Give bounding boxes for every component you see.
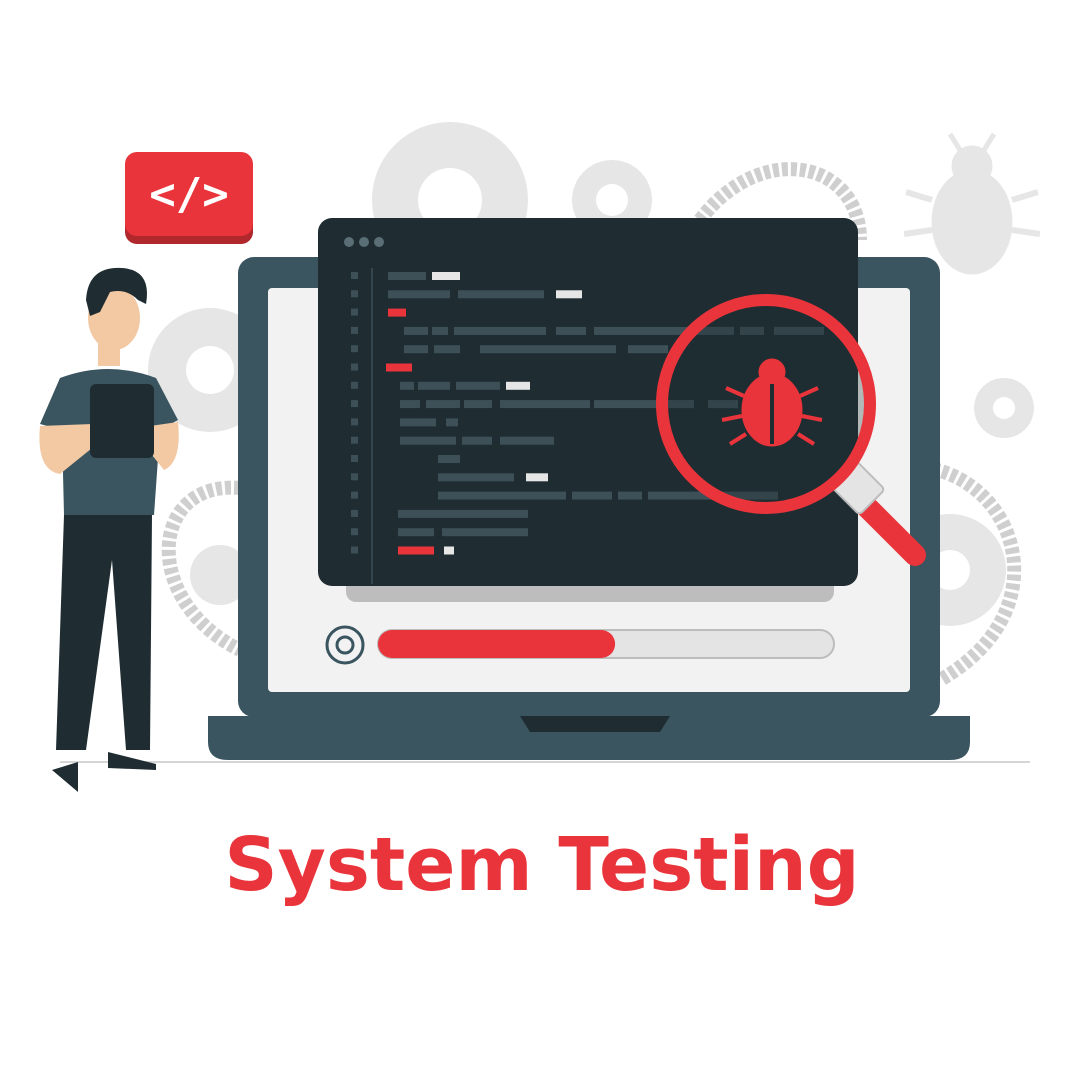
code-line-number — [351, 363, 358, 371]
code-token — [404, 326, 428, 335]
code-token — [446, 418, 458, 427]
code-token — [438, 455, 460, 463]
code-token — [458, 290, 544, 299]
code-token — [628, 345, 668, 354]
code-token — [404, 345, 428, 354]
code-token — [418, 381, 450, 390]
magnifying-glass-icon — [656, 294, 926, 566]
code-token — [454, 326, 546, 335]
code-line-number — [351, 326, 358, 334]
code-token — [388, 272, 426, 280]
code-token — [426, 400, 460, 409]
code-token — [444, 546, 454, 555]
code-token — [400, 418, 436, 427]
code-token — [526, 473, 548, 482]
code-token — [432, 272, 460, 280]
code-token — [386, 363, 412, 372]
progress-fill — [378, 630, 616, 658]
code-line-number — [351, 528, 358, 536]
code-tag-icon: </> — [149, 169, 228, 220]
code-token — [432, 326, 448, 335]
progress-area — [325, 625, 835, 665]
code-line-number — [351, 290, 358, 298]
code-line-number — [351, 345, 358, 353]
background-bug-icon — [903, 132, 1041, 275]
code-line-number — [351, 473, 358, 481]
code-line-number — [351, 455, 358, 462]
code-token — [556, 290, 582, 299]
code-token — [442, 528, 528, 537]
code-token — [400, 436, 456, 445]
code-token — [506, 381, 530, 390]
code-token — [434, 345, 460, 354]
code-token — [618, 491, 642, 500]
code-line-number — [351, 400, 358, 408]
code-line-number — [351, 546, 358, 554]
code-token — [708, 400, 738, 409]
code-token — [438, 491, 566, 500]
code-token — [388, 290, 450, 299]
code-token — [594, 400, 694, 409]
code-token — [556, 326, 586, 335]
code-token — [398, 509, 528, 518]
code-token — [400, 381, 414, 390]
code-token — [398, 546, 434, 555]
code-token — [400, 400, 420, 409]
code-token — [740, 326, 764, 335]
code-tag-badge: </> — [125, 152, 253, 244]
code-token — [500, 400, 590, 409]
page-title: System Testing — [224, 822, 860, 908]
code-token — [572, 491, 612, 500]
code-token — [500, 436, 554, 445]
code-line-number — [351, 436, 358, 444]
bug-icon — [721, 358, 823, 447]
code-token — [456, 381, 500, 390]
code-token — [480, 345, 616, 354]
code-line-number — [351, 491, 358, 499]
code-token — [594, 326, 734, 335]
code-line-number — [351, 272, 358, 279]
code-line-number — [351, 509, 358, 517]
code-token — [462, 436, 492, 445]
code-token — [438, 473, 514, 482]
code-token — [398, 528, 434, 537]
code-token — [464, 400, 492, 409]
developer-figure — [39, 267, 179, 792]
code-line-number — [351, 381, 358, 389]
code-token — [388, 308, 406, 317]
code-line-number — [351, 308, 358, 316]
code-line-number — [351, 418, 358, 426]
code-token — [774, 326, 824, 335]
gear-icon — [325, 625, 365, 665]
